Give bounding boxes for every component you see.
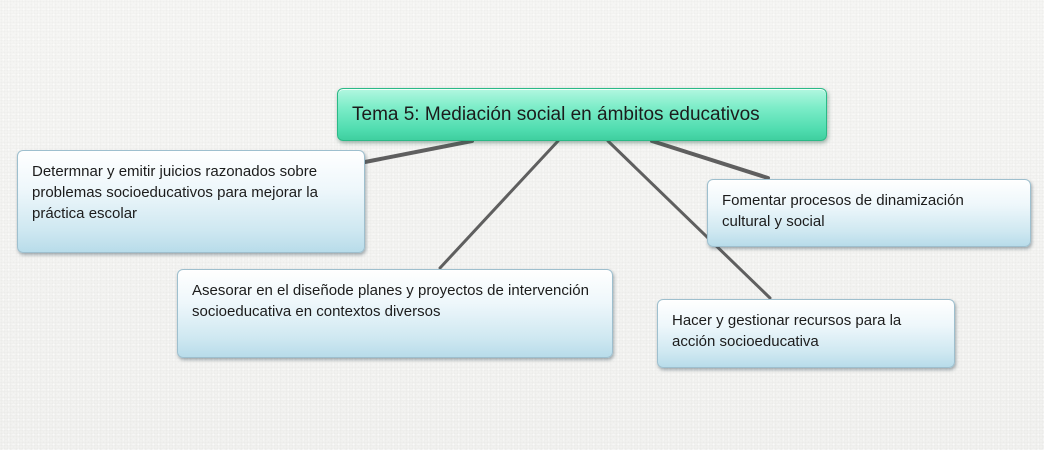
- subtopic-node-promote[interactable]: Fomentar procesos de dinamización cultur…: [707, 179, 1031, 247]
- subtopic-label-advise: Asesorar en el diseñode planes y proyect…: [192, 282, 589, 320]
- subtopic-node-advise[interactable]: Asesorar en el diseñode planes y proyect…: [177, 269, 613, 358]
- connector-promote: [650, 139, 770, 180]
- central-topic-node[interactable]: Tema 5: Mediación social en ámbitos educ…: [337, 88, 827, 141]
- connector-advise: [438, 139, 560, 270]
- subtopic-label-judgements: Determnar y emitir juicios razonados sob…: [32, 163, 318, 222]
- central-topic-label: Tema 5: Mediación social en ámbitos educ…: [352, 103, 760, 125]
- subtopic-label-resources: Hacer y gestionar recursos para la acció…: [672, 312, 902, 350]
- connector-judgements: [363, 139, 474, 164]
- subtopic-node-judgements[interactable]: Determnar y emitir juicios razonados sob…: [17, 150, 365, 253]
- connector-resources: [606, 139, 772, 300]
- subtopic-label-promote: Fomentar procesos de dinamización cultur…: [722, 192, 964, 230]
- subtopic-node-resources[interactable]: Hacer y gestionar recursos para la acció…: [657, 299, 955, 368]
